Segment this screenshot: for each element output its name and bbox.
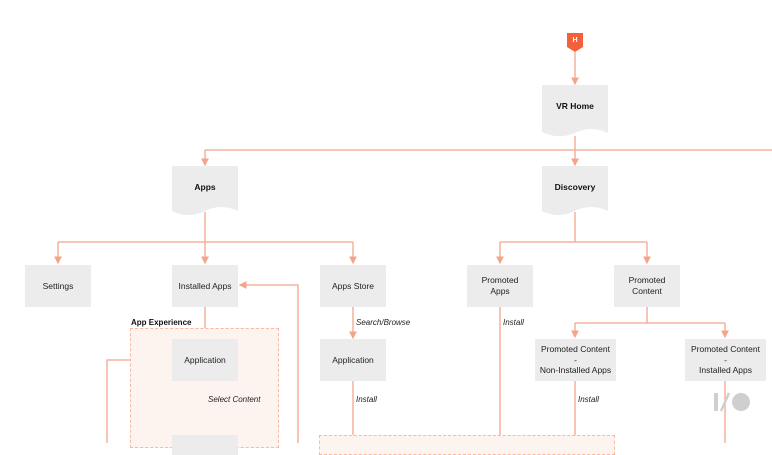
node-discovery-label: Discovery: [554, 182, 596, 192]
edge-label-search-browse: Search/Browse: [356, 318, 411, 327]
node-cutoff-bottom: [172, 435, 238, 455]
edge-label-install-promoted: Install: [503, 318, 524, 327]
group-app-experience-title: App Experience: [131, 318, 192, 327]
node-settings: Settings: [25, 265, 91, 307]
node-promoted-content: Promoted Content: [614, 265, 680, 307]
edge-loop-installed: [238, 281, 299, 443]
edge-label-install-non-installed: Install: [578, 395, 599, 404]
node-apps-store: Apps Store: [320, 265, 386, 307]
node-apps-label: Apps: [194, 182, 216, 192]
node-promoted-apps: Promoted Apps: [467, 265, 533, 307]
node-installed-apps: Installed Apps: [172, 265, 238, 307]
edge-label-select-content: Select Content: [208, 395, 261, 404]
node-promoted-content-installed: Promoted Content - Installed Apps: [685, 339, 766, 381]
node-vr-home: VR Home: [542, 85, 608, 137]
node-promoted-content-non-installed: Promoted Content - Non-Installed Apps: [535, 339, 616, 381]
node-apps: Apps: [172, 166, 238, 218]
connector-layer: [54, 52, 772, 443]
start-node-home: H: [567, 33, 583, 52]
node-application-store: Application: [320, 339, 386, 381]
io-logo-icon: [712, 390, 754, 414]
node-application-experience: Application: [172, 339, 238, 381]
edge-label-install-store: Install: [356, 395, 377, 404]
node-vr-home-label: VR Home: [556, 101, 594, 111]
group-lower-region: [319, 435, 615, 455]
start-node-label: H: [572, 37, 578, 44]
node-discovery: Discovery: [542, 166, 608, 218]
